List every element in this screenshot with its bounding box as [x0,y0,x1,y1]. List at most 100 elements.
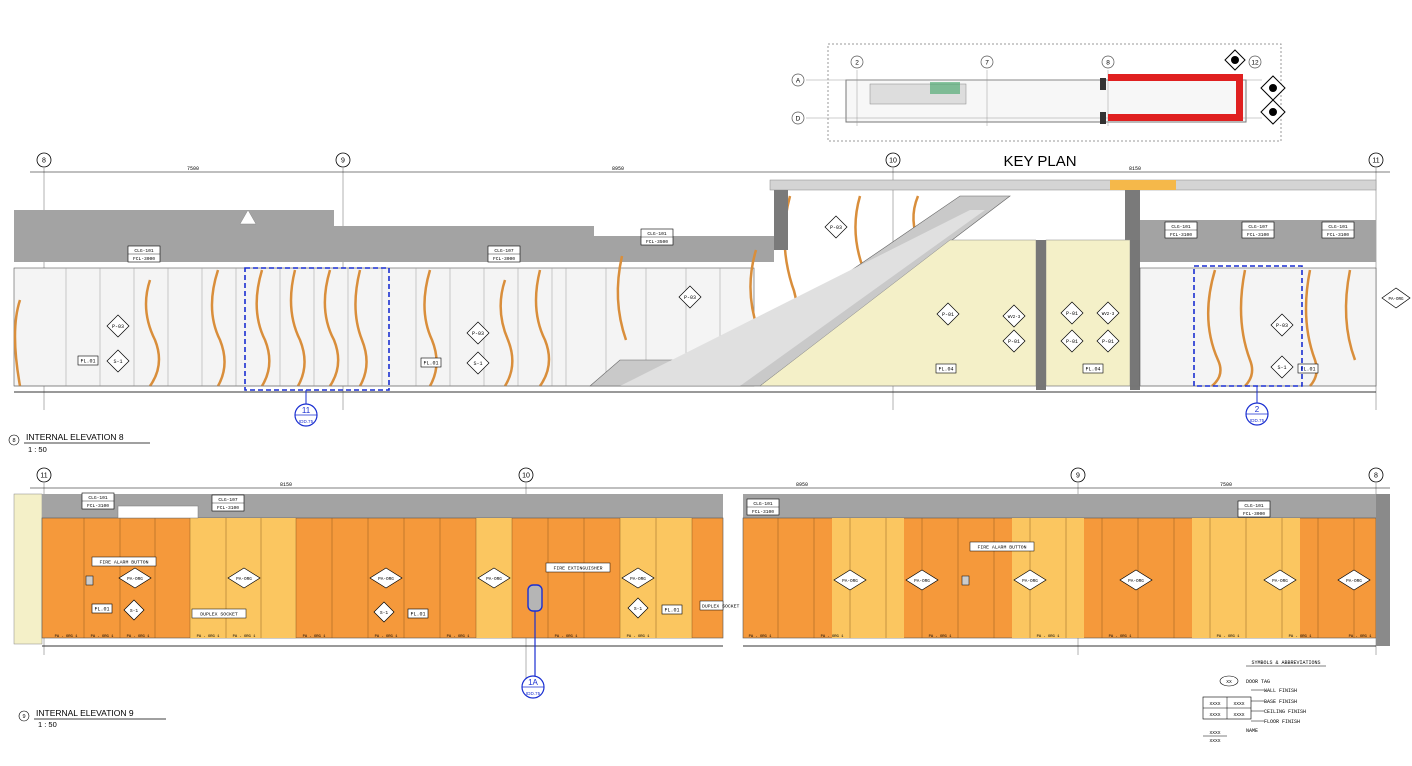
svg-text:INTERNAL ELEVATION 9: INTERNAL ELEVATION 9 [36,708,134,718]
detail-callout-11[interactable]: 11 IDD.75 [294,390,318,427]
svg-text:PA - ORG 1: PA - ORG 1 [233,635,257,639]
detail-callout-2[interactable]: 2 IDD.75 [1245,386,1269,426]
bulkhead-left [117,505,199,519]
svg-text:PA-ORG: PA-ORG [1346,579,1362,584]
svg-text:WV2-3: WV2-3 [1008,316,1021,320]
svg-text:8: 8 [12,438,15,444]
svg-text:FCL-3000: FCL-3000 [133,256,155,262]
key-plan-marker-2 [1100,112,1106,124]
label-duplex-socket-1: DUPLEX SOCKET [191,608,247,619]
svg-text:P-01: P-01 [1066,311,1078,317]
svg-text:FCL-3100: FCL-3100 [217,505,239,511]
finish-tag-e8-1: P-03 [106,314,130,338]
floor-tag-e8-4: FL.04 [1082,363,1104,374]
finish-tag-e9-pa-org-1: PA-ORG [118,567,152,589]
finish-tag-e8-9: P-01 [1060,301,1084,325]
svg-text:PA-ORG: PA-ORG [486,577,502,582]
svg-text:CLG-101: CLG-101 [88,495,108,501]
fire-alarm-button-icon-2 [961,575,970,586]
svg-text:FIRE EXTINGUISHER: FIRE EXTINGUISHER [554,566,603,572]
grid-bubble-7: 7 [980,55,994,69]
svg-text:FL.04: FL.04 [1085,367,1100,373]
svg-text:PA - ORG 1: PA - ORG 1 [197,635,221,639]
svg-text:PA - ORG 1: PA - ORG 1 [91,635,115,639]
label-fire-alarm-button-2: FIRE ALARM BUTTON [969,541,1035,552]
floor-tag-e8-5: FL.01 [1297,363,1319,374]
svg-text:XXXX: XXXX [1233,701,1244,707]
title-elevation-9: 9 INTERNAL ELEVATION 9 1 : 50 [18,708,166,729]
finish-tag-e8-14: P-03 [1270,313,1294,337]
svg-text:11: 11 [1372,158,1379,165]
floor-tag-e9-2: FL.01 [407,608,429,619]
svg-text:10: 10 [522,473,530,480]
svg-text:PA - ORG 1: PA - ORG 1 [555,635,579,639]
svg-text:S-1: S-1 [634,606,643,612]
svg-text:CLG-101: CLG-101 [753,501,773,507]
finish-tag-e8-16: PA-ORG [1381,287,1411,309]
svg-text:WALL FINISH: WALL FINISH [1264,688,1297,694]
svg-text:S-1: S-1 [380,610,389,616]
svg-text:XXXX: XXXX [1209,730,1220,736]
svg-text:P-03: P-03 [1276,323,1288,329]
svg-text:CEILING FINISH: CEILING FINISH [1264,709,1306,715]
svg-text:2: 2 [1255,405,1260,414]
finish-tag-e9-pa-org-9: PA-ORG [1119,569,1153,591]
svg-text:PA-ORG: PA-ORG [1022,579,1038,584]
svg-text:7: 7 [985,60,989,67]
svg-text:FCL-3500: FCL-3500 [646,239,668,245]
svg-text:FL.01: FL.01 [80,359,95,365]
svg-text:PA-ORG: PA-ORG [236,577,252,582]
svg-text:FCL-3000: FCL-3000 [493,256,515,262]
svg-text:FCL-3100: FCL-3100 [1327,232,1349,238]
svg-text:PA-ORG: PA-ORG [1388,298,1404,302]
detail-callout-1a[interactable]: 1A IDD.75 [521,675,545,699]
svg-text:PA-ORG: PA-ORG [378,577,394,582]
key-plan-green-zone [930,82,960,94]
grid-bubble-a: A [791,73,805,87]
symbols-legend: SYMBOLS & ABBREVIATIONS XX DOOR TAG XXXX… [1202,660,1326,744]
svg-text:10: 10 [889,158,897,165]
svg-text:P-01: P-01 [1008,339,1020,345]
dimension-line-e9: 8150 8950 7500 [30,482,1390,489]
svg-text:PA-ORG: PA-ORG [1128,579,1144,584]
finish-tag-e8-4: S-1 [466,351,490,375]
finish-tag-e9-s1-3: S-1 [627,597,649,619]
door-tag-icon [1219,675,1239,687]
svg-text:8150: 8150 [280,482,292,488]
svg-text:CLG-107: CLG-107 [1248,224,1268,230]
grid-bubble-12: 12 [1248,55,1262,69]
floor-tag-e9-3: FL.01 [661,604,683,615]
column-2 [1130,240,1140,390]
svg-text:FCL-3100: FCL-3100 [1247,232,1269,238]
svg-text:P-03: P-03 [684,295,696,301]
svg-text:FCL-3100: FCL-3100 [1170,232,1192,238]
svg-text:8950: 8950 [612,166,624,172]
svg-text:PA-ORG: PA-ORG [914,579,930,584]
svg-text:7500: 7500 [187,166,199,172]
floor-tag-e9-1: FL.01 [91,603,113,614]
label-duplex-socket-2: DUPLEX SOCKET [699,600,740,611]
finish-tag-e9-s1-2: S-1 [373,601,395,623]
svg-text:PA - ORG 1: PA - ORG 1 [127,635,151,639]
panel-joints-e9-right [777,518,1355,638]
svg-text:PA-ORG: PA-ORG [630,577,646,582]
base-tags-left: PA - ORG 1 PA - ORG 1 PA - ORG 1 PA - OR… [55,635,651,639]
detail-box-2 [1193,265,1303,387]
finish-tag-e9-pa-org-6: PA-ORG [833,569,867,591]
svg-text:8: 8 [1374,473,1378,480]
svg-text:PA - ORG 1: PA - ORG 1 [749,635,773,639]
finish-tag-e8-8: P-01 [1002,329,1026,353]
svg-text:7500: 7500 [1220,482,1232,488]
svg-text:FCL-3100: FCL-3100 [752,509,774,515]
floor-tag-e8-3: FL.04 [935,363,957,374]
svg-text:FL.04: FL.04 [938,367,953,373]
svg-text:XXXX: XXXX [1209,712,1220,718]
svg-text:FL.01: FL.01 [94,607,109,613]
finish-tag-e8-6: P-03 [824,215,848,239]
dimension-line-e8: 7500 8950 8150 [30,166,1390,173]
